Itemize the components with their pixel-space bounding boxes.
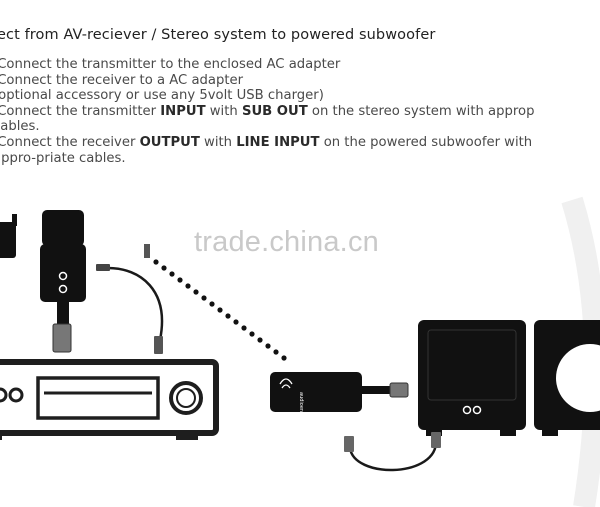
adapter-port-2 xyxy=(58,284,68,294)
av-receiver xyxy=(0,359,219,440)
watermark: trade.china.cn xyxy=(194,226,379,258)
wireless-link-dots xyxy=(153,259,287,361)
plug-prong xyxy=(12,214,17,226)
adapter-plug xyxy=(0,214,17,258)
input-label: INPUT xyxy=(160,103,206,119)
step-4-cont: appro-priate cables. xyxy=(0,150,126,166)
receiver-knob-small-1 xyxy=(0,387,8,403)
step-1-text: Connect the transmitter to the enclosed … xyxy=(0,57,341,72)
speaker-foot xyxy=(542,430,558,436)
subwoofer-panel xyxy=(427,329,517,401)
audio-cable-1 xyxy=(96,264,164,354)
adapter-plug-end xyxy=(52,323,72,353)
step-4: ·Connect the receiver OUTPUT with LINE I… xyxy=(0,135,600,151)
step-4-rest: on the powered subwoofer with xyxy=(319,134,533,150)
cable-2-jack-left xyxy=(344,436,354,452)
speaker-right xyxy=(534,320,600,436)
receiver-cable xyxy=(362,386,392,394)
wifi-icon xyxy=(279,378,293,389)
adapter-connector xyxy=(57,302,69,326)
cable-1-jack-bottom xyxy=(154,336,163,354)
speaker-driver xyxy=(556,344,600,412)
plug-body xyxy=(0,222,16,258)
receiver-foot-right xyxy=(176,433,198,440)
transmitter-adapter xyxy=(40,210,86,353)
subwoofer-foot-right xyxy=(500,430,516,436)
wireless-receiver: audioengine xyxy=(270,372,409,423)
step-4-text: Connect the receiver xyxy=(0,134,140,150)
receiver-display xyxy=(36,376,160,420)
instructions-heading: ect from AV-reciever / Stereo system to … xyxy=(0,27,436,43)
receiver-volume-knob xyxy=(169,381,203,415)
receiver-volume-knob-inner xyxy=(176,388,196,408)
receiver-knob-small-2 xyxy=(8,387,24,403)
brand-label: audioengine xyxy=(298,392,304,423)
sub-out-label: SUB OUT xyxy=(241,103,308,119)
adapter-top xyxy=(42,210,84,246)
step-3-text: Connect the transmitter xyxy=(0,103,161,119)
adapter-port-1 xyxy=(58,271,68,281)
subwoofer-port-2 xyxy=(472,405,482,415)
instruction-steps: ·Connect the transmitter to the enclosed… xyxy=(0,57,600,166)
receiver-usb-plug xyxy=(389,382,409,398)
receiver-body xyxy=(0,359,219,436)
audio-cable-2 xyxy=(344,432,441,472)
subwoofer-port-1 xyxy=(462,405,472,415)
cable-2-jack-right xyxy=(431,432,441,448)
step-3: ·Connect the transmitter INPUT with SUB … xyxy=(0,104,600,120)
cable-2-line xyxy=(348,443,438,472)
line-input-label: LINE INPUT xyxy=(236,134,320,150)
subwoofer xyxy=(418,320,526,436)
step-3-rest: on the stereo system with approp xyxy=(307,103,535,119)
step-4-with: with xyxy=(199,134,237,150)
cable-1-jack-top xyxy=(96,264,110,271)
receiver-unit-body xyxy=(270,372,362,412)
step-2: ·Connect the receiver to a AC adapter xyxy=(0,73,600,89)
receiver-foot-left xyxy=(0,433,2,440)
cable-1-line xyxy=(107,266,164,341)
step-2-note: (optional accessory or use any 5volt USB… xyxy=(0,88,324,104)
step-3-cont: cables. xyxy=(0,119,40,135)
step-2-text: Connect the receiver to a AC adapter xyxy=(0,72,244,88)
step-3-with: with xyxy=(205,103,242,119)
step-1: ·Connect the transmitter to the enclosed… xyxy=(0,57,600,73)
output-label: OUTPUT xyxy=(139,134,200,150)
subwoofer-body xyxy=(418,320,526,430)
dotted-line-jack xyxy=(144,244,150,258)
